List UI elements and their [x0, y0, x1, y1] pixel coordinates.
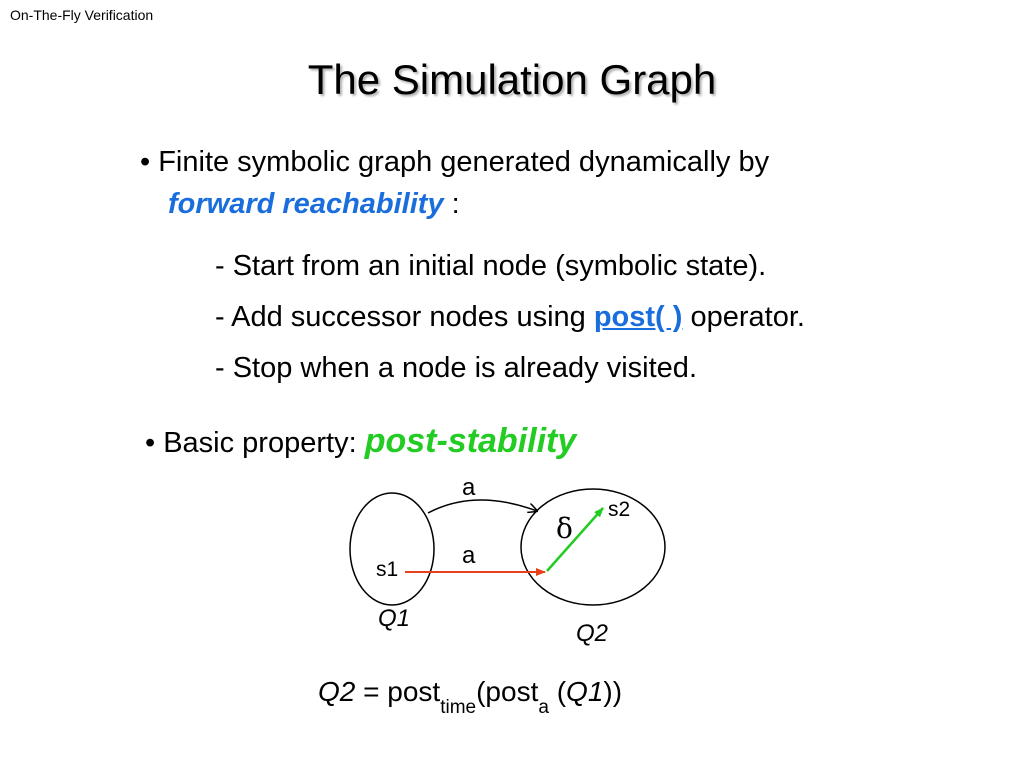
set-q1-label: Q1 — [378, 605, 411, 632]
step-stop: - Stop when a node is already visited. — [215, 352, 697, 384]
bullet-1: • Finite symbolic graph generated dynami… — [140, 146, 769, 179]
formula-sub-time: time — [440, 697, 477, 718]
bullet-2-prefix: • Basic property: — [145, 427, 365, 459]
state-s1-label: s1 — [376, 558, 399, 581]
slide-header: On-The-Fly Verification — [10, 7, 154, 23]
formula-arg: Q1 — [566, 676, 604, 707]
top-edge-label: a — [462, 474, 476, 501]
formula-sub-a: a — [538, 697, 549, 718]
state-s2-label: s2 — [608, 498, 631, 521]
slide-title: The Simulation Graph — [307, 56, 717, 103]
post-stability-formula: Q2 = posttime(posta (Q1)) — [318, 676, 622, 719]
forward-reachability-emphasis: forward reachability — [168, 188, 444, 220]
set-q2-label: Q2 — [576, 620, 609, 647]
bullet-1-text: • Finite symbolic graph generated dynami… — [140, 146, 770, 178]
delta-label: δ — [556, 512, 573, 545]
bullet-1-suffix: : — [443, 188, 460, 220]
post-operator-link[interactable]: post( ) — [593, 301, 683, 333]
set-q1-ellipse — [349, 492, 435, 606]
step-add-successors: - Add successor nodes using post( ) oper… — [215, 301, 805, 334]
edge-a-top — [427, 499, 537, 514]
formula-lhs: Q2 — [318, 676, 356, 707]
formula-open: (post — [476, 676, 539, 707]
step-start: - Start from an initial node (symbolic s… — [215, 250, 767, 282]
formula-close: )) — [603, 676, 623, 707]
bullet-1-continuation: forward reachability : — [168, 188, 460, 221]
step-add-prefix: - Add successor nodes using — [215, 301, 594, 333]
post-stability-emphasis: post-stability — [364, 422, 577, 460]
step-add-suffix: operator. — [682, 301, 805, 333]
formula-eq: = post — [355, 676, 441, 707]
red-edge-label: a — [462, 542, 476, 569]
edge-delta-green — [546, 507, 604, 572]
set-q2-ellipse — [520, 488, 666, 606]
bullet-2: • Basic property: post-stability — [145, 422, 576, 461]
formula-paren-open: ( — [548, 676, 567, 707]
